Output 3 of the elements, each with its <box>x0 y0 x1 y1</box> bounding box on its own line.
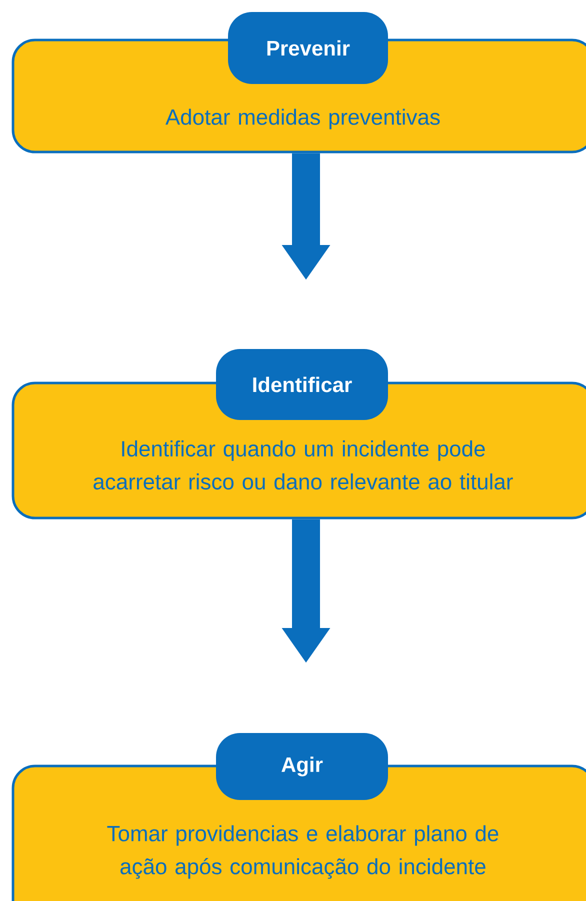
process-box: Prevenir Adotar medidas preventivas <box>12 12 586 154</box>
process-box: Identificar Identificar quando um incidente pode acarretar risco ou dano relevante ao titular <box>12 349 586 520</box>
process-box: Agir Tomar providencias e elaborar plano de ação após comunicação do incidente <box>12 733 586 901</box>
